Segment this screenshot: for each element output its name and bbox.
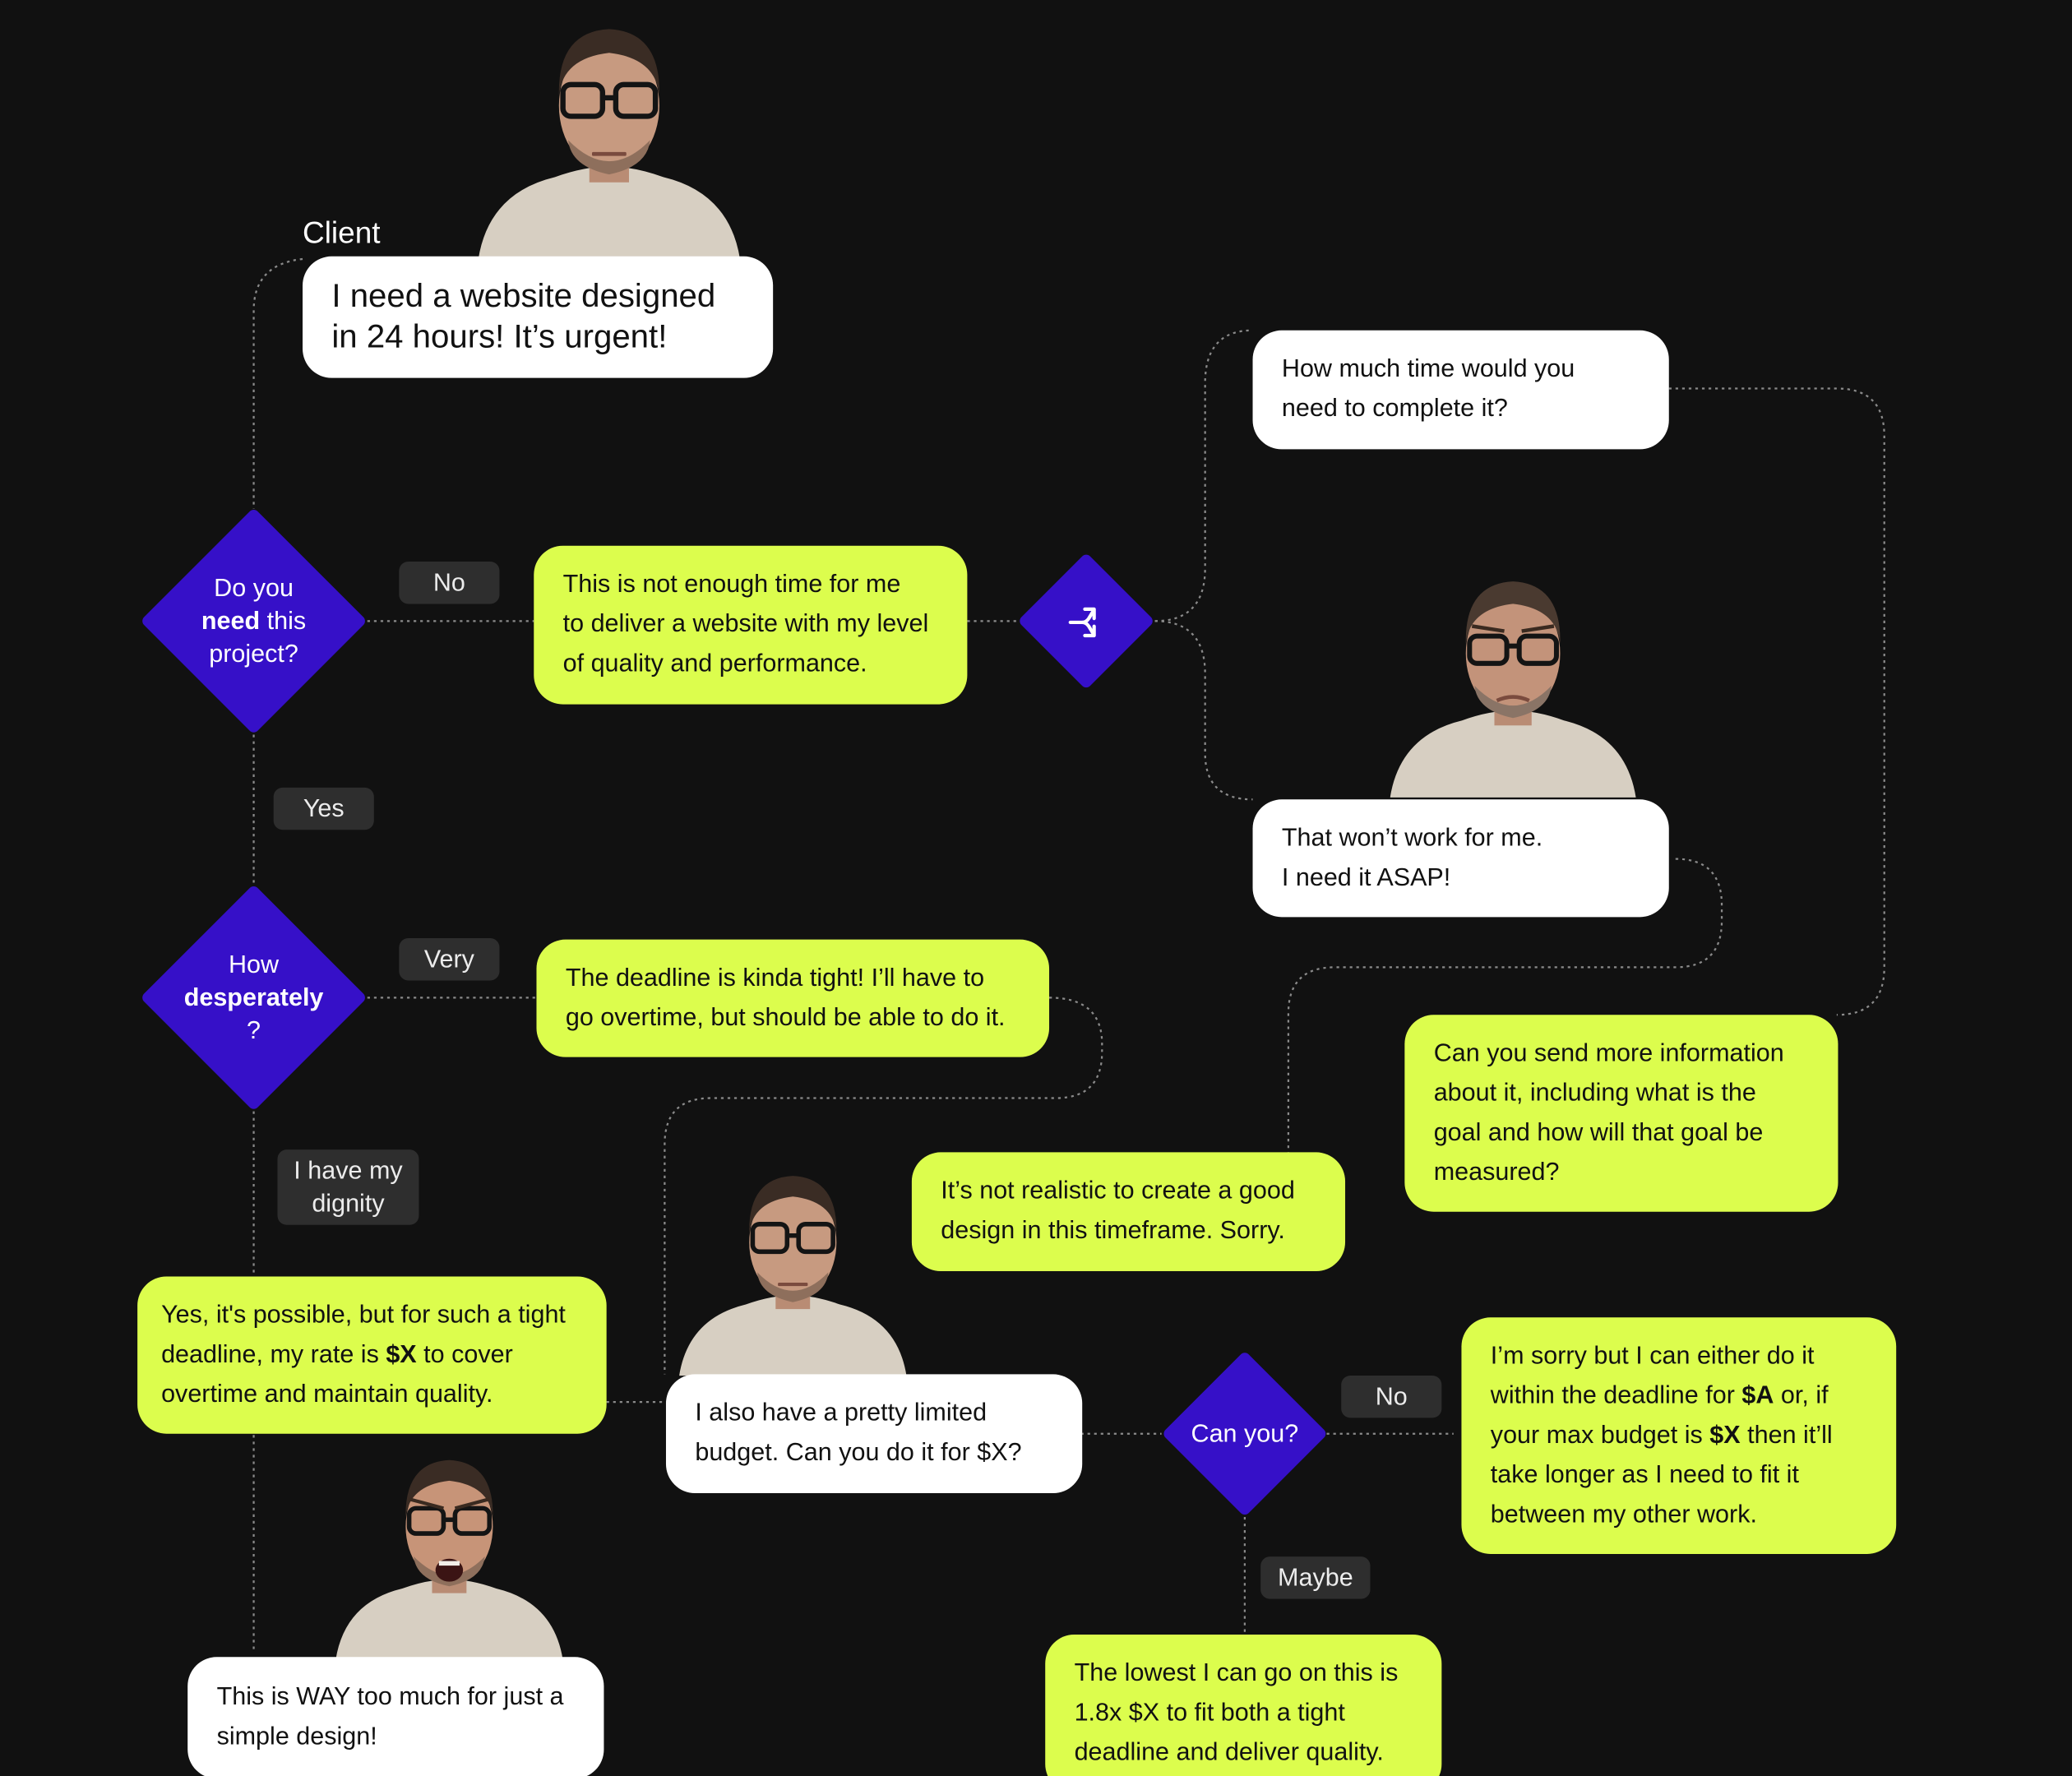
price-a-value: $A [1741,1381,1774,1409]
bubble-client-request: I need a website designed in 24 hours! I… [303,256,774,378]
bubble-send-more-info: Can you send more information about it, … [1404,1015,1838,1212]
bubble-line: Can you send more information [1433,1038,1784,1067]
avatar-client-top [478,29,740,259]
decision-how-desperately: How desperately ? [140,884,368,1112]
bubble-line: in 24 hours! It’s urgent! [331,318,668,356]
emphasis: need [201,607,261,636]
bubble-line: between my other work. [1490,1500,1757,1529]
diamond-label: Can you? [1162,1350,1328,1516]
diamond-line: ? [247,1016,261,1045]
bubble-line: Yes, it's possible, but for such a tight [161,1301,566,1329]
bubble-line: deadline, my rate is $X to cover [161,1335,583,1375]
decision-split [1017,552,1155,690]
bubble-line: overtime and maintain quality. [161,1380,493,1408]
pill-line: I have my [294,1157,403,1185]
bubble-how-much-time: How much time would you need to complete… [1252,330,1669,450]
bubble-line: The lowest I can go on this is [1074,1659,1399,1688]
split-arrows-icon [1068,607,1096,638]
pill-very: Very [399,938,500,981]
connector-wont-work-to-realistic [1287,858,1723,1153]
bubble-line: How much time would you [1281,355,1575,384]
bubble-line: about it, including what is the [1433,1079,1756,1107]
avatar-client-bottom [335,1459,563,1660]
bubble-not-enough-time: This is not enough time for me to delive… [534,545,968,705]
pill-yes: Yes [273,787,374,830]
decision-need-project: Do you need this project? [140,507,368,735]
bubble-line: deadline and deliver quality. [1074,1738,1384,1767]
bubble-line: goal and how will that goal be [1433,1118,1764,1147]
pill-line: dignity [312,1190,385,1218]
bubble-line: of quality and performance. [562,650,867,678]
bubble-line: This is not enough time for me [562,571,901,599]
connector-time-to-info [1668,387,1885,1016]
diamond-line: need this [201,604,306,637]
rate-value: $X [386,1340,417,1369]
bubble-line: your max budget is $X then it’ll [1491,1416,1867,1455]
bubble-line: to deliver a website with my level [562,610,929,639]
avatar-client-middle [679,1176,907,1376]
bubble-way-too-much: This is WAY too much for just a simple d… [187,1657,604,1776]
connector-client-to-need [252,257,303,509]
diamond-line: Can you? [1191,1419,1299,1448]
diamond-line: project? [209,640,298,668]
avatar-client-right [1390,581,1636,798]
bubble-sorry-either: I’m sorry but I can either do it within … [1461,1317,1897,1554]
bubble-line: I need a website designed [331,277,716,315]
bubble-line: I also have a pretty limited [695,1399,987,1427]
pill-no: No [399,562,500,604]
text-span: this [260,607,307,636]
bubble-line: I’m sorry but I can either do it [1490,1342,1815,1370]
bubble-yes-possible: Yes, it's possible, but for such a tight… [137,1276,607,1434]
bubble-limited-budget: I also have a pretty limited budget. Can… [665,1374,1083,1494]
client-label: Client [303,215,381,250]
diamond-label: How desperately ? [140,884,367,1111]
bubble-deadline-tight: The deadline is kinda tight! I’ll have t… [536,939,1050,1057]
budget-x-value: $X [1709,1421,1741,1450]
bubble-not-realistic: It’s not realistic to create a good desi… [911,1152,1346,1272]
emphasis: desperately [183,983,324,1012]
pill-dignity: I have my dignity [277,1149,419,1225]
diamond-line: Do you [214,574,294,603]
connector-deadline-to-budget [664,997,1103,1375]
text-span: then it’ll [1740,1421,1833,1450]
bubble-line: It’s not realistic to create a good [941,1177,1295,1205]
bubble-line: I need it ASAP! [1281,863,1451,891]
bubble-lowest: The lowest I can go on this is 1.8x $X t… [1045,1634,1442,1776]
bubble-line: take longer as I need to fit it [1490,1460,1799,1489]
bubble-line: go overtime, but should be able to do it… [565,1003,1006,1032]
connector-split-to-wont-work [1154,620,1253,801]
pill-maybe: Maybe [1260,1556,1371,1599]
pill-no-budget: No [1341,1375,1442,1418]
bubble-line: This is WAY too much for just a [216,1683,564,1712]
diamond-label: Do you need this project? [140,507,367,734]
bubble-line: That won’t work for me. [1281,824,1543,852]
bubble-wont-work: That won’t work for me. I need it ASAP! [1252,799,1669,918]
bubble-line: budget. Can you do it for $X? [695,1439,1022,1467]
diamond-line: desperately [184,981,324,1014]
bubble-line: design in this timeframe. Sorry. [941,1217,1285,1245]
bubble-line: within the deadline for $A or, if [1491,1376,1867,1416]
bubble-line: need to complete it? [1281,395,1508,423]
diamond-line: How [229,950,280,979]
text-span: your max budget is [1490,1421,1710,1450]
connector-split-to-time [1154,329,1253,622]
bubble-line: simple design! [216,1723,377,1751]
decision-can-you: Can you? [1161,1350,1329,1517]
bubble-line: 1.8x $X to fit both a tight [1074,1699,1345,1727]
text-span: or, if [1774,1381,1829,1409]
bubble-line: measured? [1433,1158,1560,1186]
diamond-icon-holder [1017,553,1154,690]
text-span: deadline, my rate is [161,1340,386,1369]
text-span: to cover [416,1340,513,1369]
text-span: within the deadline for [1490,1381,1742,1409]
bubble-line: The deadline is kinda tight! I’ll have t… [565,964,985,992]
